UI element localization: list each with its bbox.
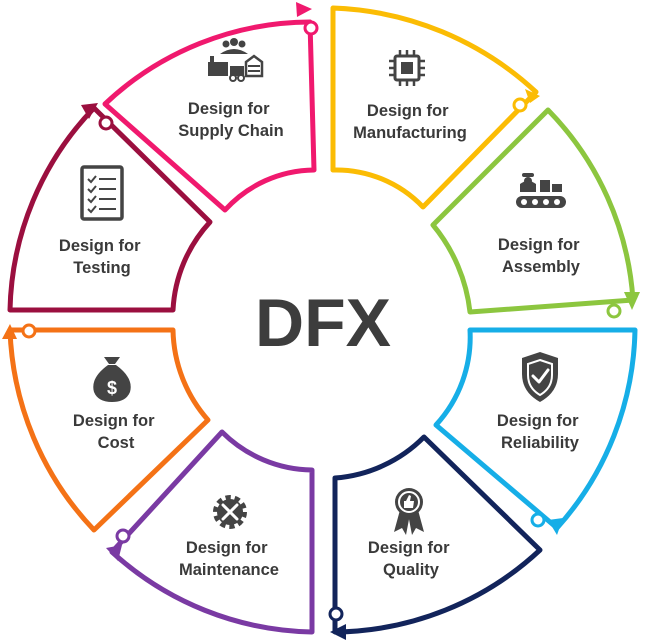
cost-label: Design for Cost <box>73 412 159 452</box>
award-badge-icon <box>394 488 424 535</box>
segment-outline-assembly <box>430 107 640 319</box>
segment-outline-maintenance <box>106 429 315 635</box>
segment-outline-quality <box>328 434 543 640</box>
svg-text:$: $ <box>107 378 117 398</box>
maintenance-label: Design for Maintenance <box>179 539 279 579</box>
segment-outline-reliability <box>433 327 638 535</box>
shield-check-icon <box>522 352 558 402</box>
supply-chain-label: Design for Supply Chain <box>178 100 283 140</box>
segment-outline-supply-chain <box>102 2 319 213</box>
supply-chain-icon <box>208 38 264 82</box>
microchip-icon <box>389 50 425 86</box>
assembly-line-icon <box>516 173 566 208</box>
segment-outline-cost <box>2 323 211 533</box>
checklist-icon <box>80 165 124 221</box>
gear-wrench-icon <box>213 495 247 529</box>
money-bag-icon: $ <box>93 357 131 402</box>
quality-label: Design for Quality <box>368 539 454 579</box>
assembly-label: Design for Assembly <box>498 236 584 276</box>
reliability-label: Design for Reliability <box>497 412 583 452</box>
segment-outline-manufacturing <box>330 5 540 210</box>
center-title: DFX <box>255 285 391 361</box>
testing-label: Design for Testing <box>59 237 145 277</box>
manufacturing-label: Design for Manufacturing <box>353 102 467 142</box>
segment-outline-testing <box>7 103 213 313</box>
